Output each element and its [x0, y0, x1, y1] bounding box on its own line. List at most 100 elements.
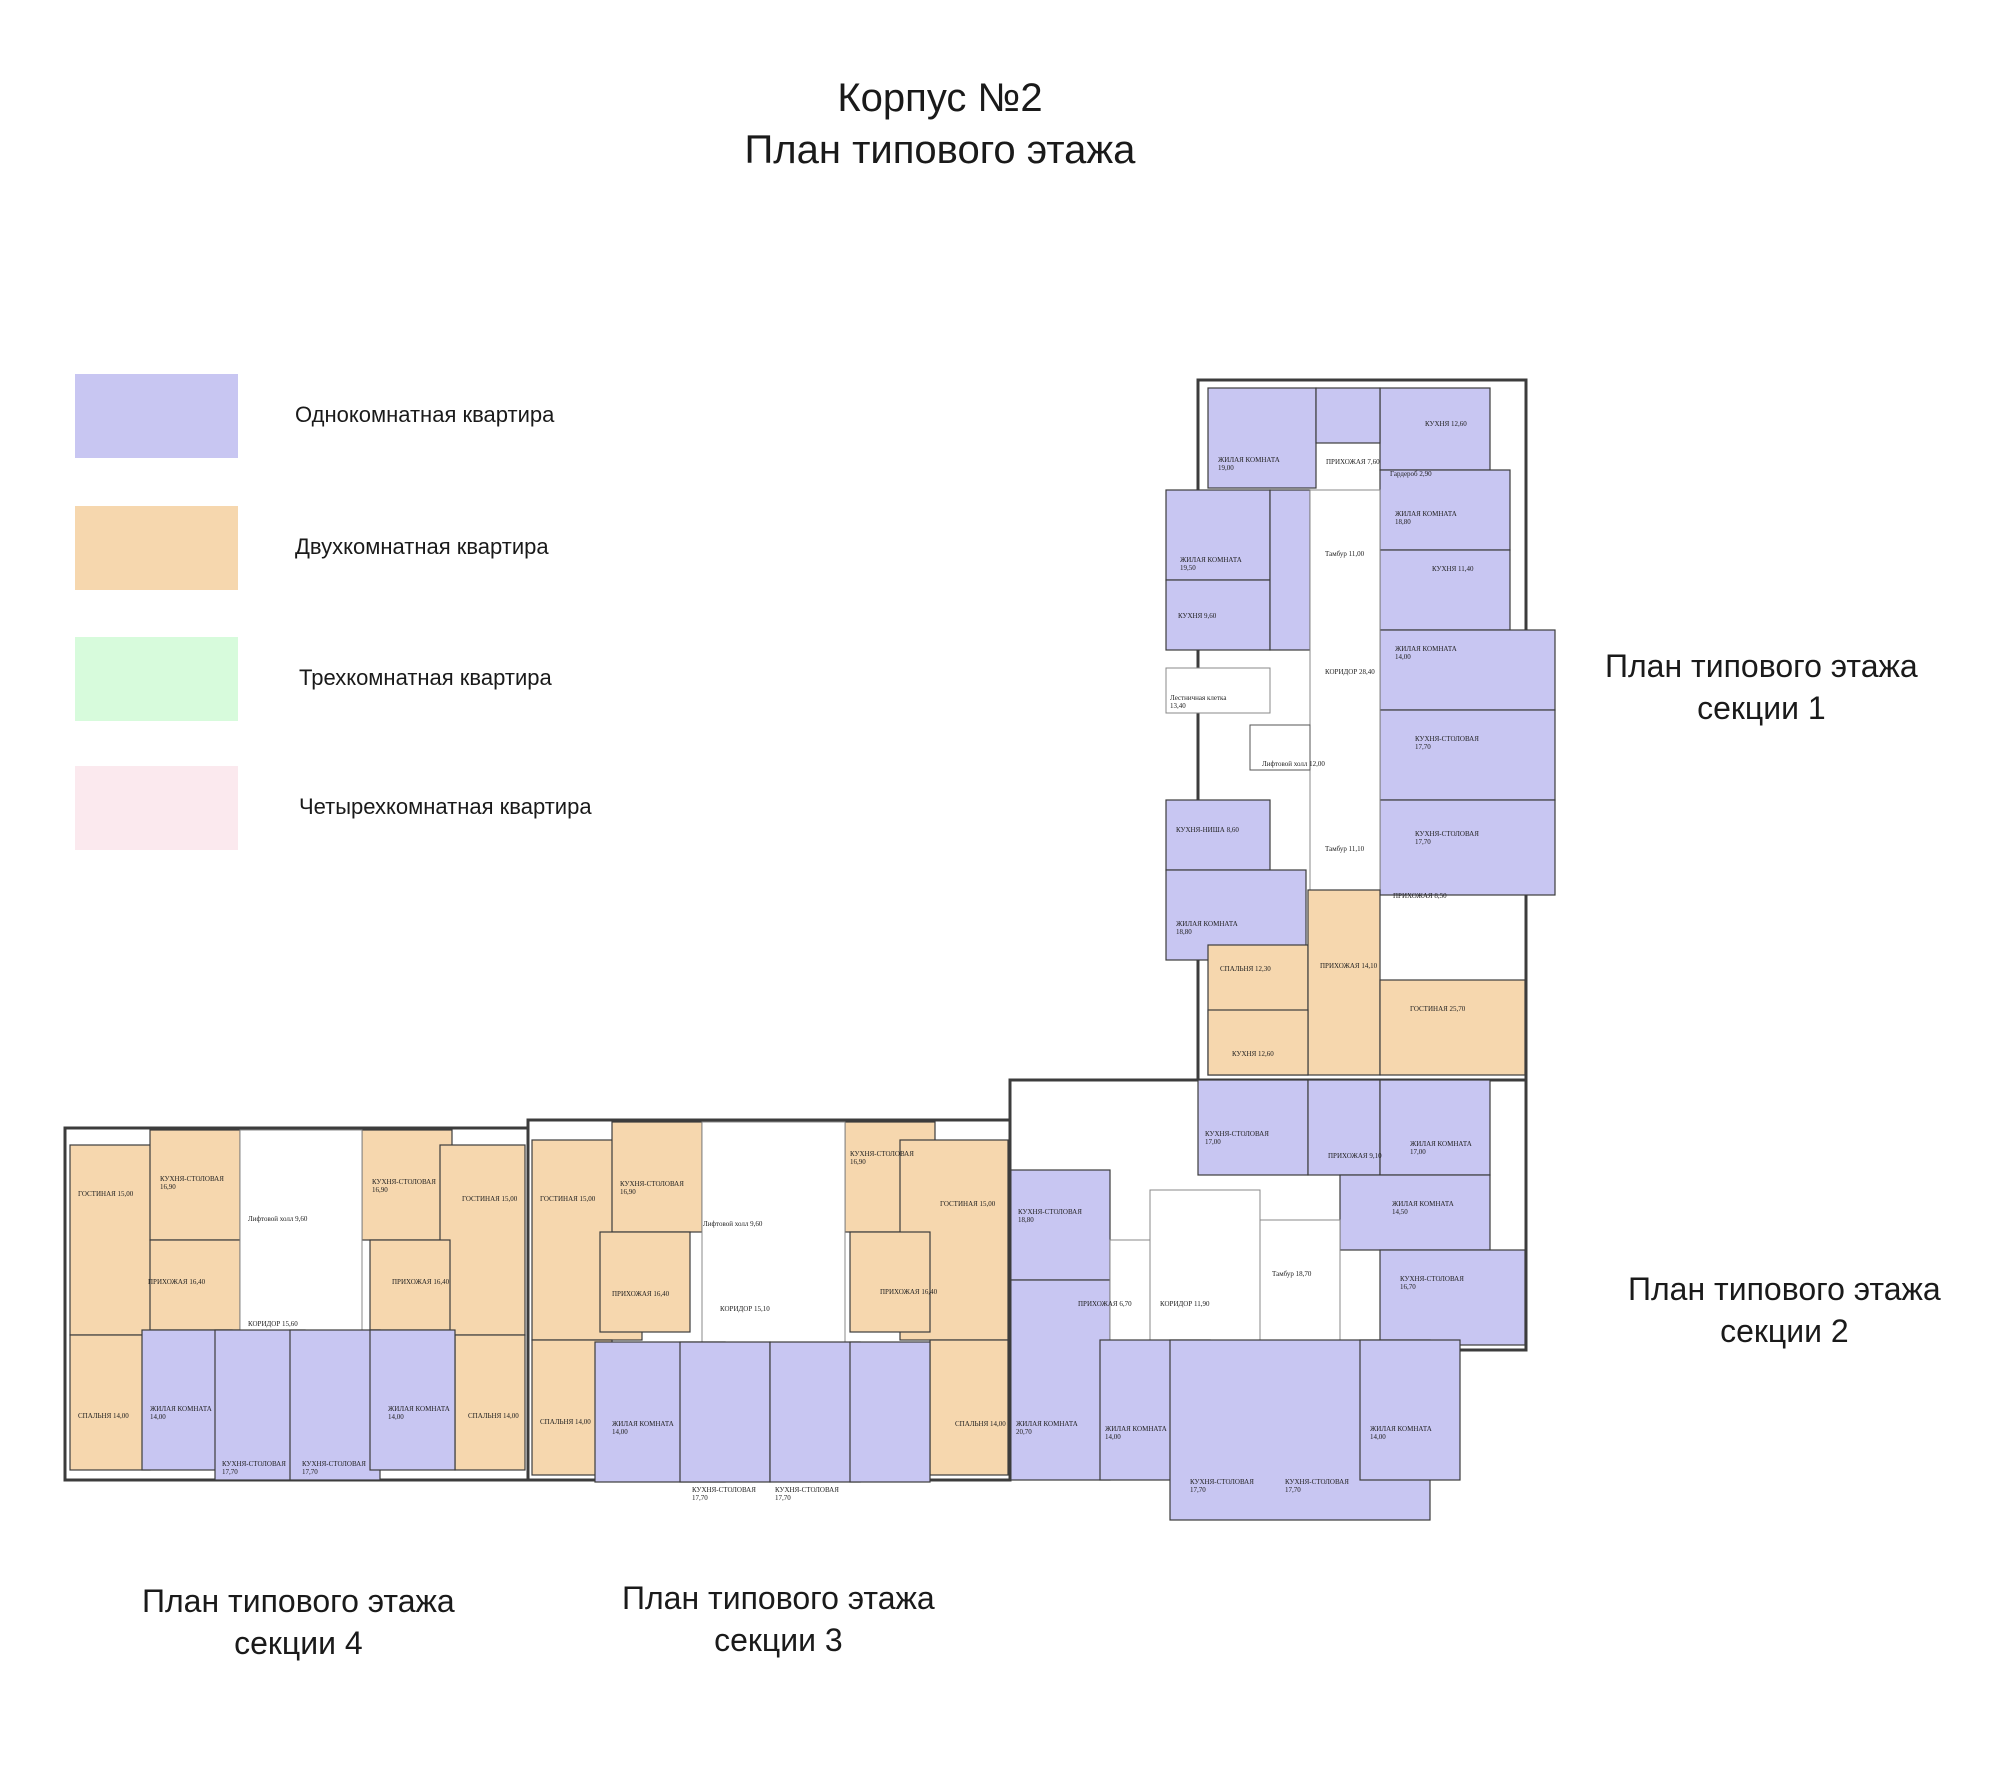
room-label-s3-0: ГОСТИНАЯ 15,00: [540, 1195, 596, 1203]
legend-item-two-room: Двухкомнатная квартира: [75, 506, 635, 590]
s4-core: [239, 1129, 363, 1331]
room-label-s1-5: Тамбур 11,00: [1325, 550, 1365, 558]
room-label-s1-16: КУХНЯ-СТОЛОВАЯ 17,70: [1415, 830, 1479, 846]
room-label-s3-9: ЖИЛАЯ КОМНАТА 14,00: [612, 1420, 674, 1436]
room-label-s1-6: ЖИЛАЯ КОМНАТА 18,80: [1395, 510, 1457, 526]
s2-apt-1r-d-kitchen: [1009, 1169, 1111, 1281]
s1-apt-1r-e-kitchen: [1379, 709, 1556, 801]
legend-swatch-three-room: [75, 637, 238, 721]
s4-apt-2r-b-bedroom: [454, 1334, 526, 1471]
room-label-s2-6: КУХНЯ-СТОЛОВАЯ 16,70: [1400, 1275, 1464, 1291]
s3-apt-2r-a-kitchen: [611, 1121, 703, 1233]
section-1-caption-line2: секции 1: [1697, 690, 1826, 726]
s2-apt-1r-c-kitchen: [1379, 1249, 1526, 1346]
room-label-s1-18: ПРИХОЖАЯ 8,50: [1393, 892, 1447, 900]
room-label-s3-5: ПРИХОЖАЯ 16,40: [612, 1290, 670, 1298]
section-4-caption-line1: План типового этажа: [142, 1583, 455, 1619]
room-label-s3-10: КУХНЯ-СТОЛОВАЯ 17,70: [692, 1486, 756, 1502]
s3-apt-1r-a-kitchen: [679, 1341, 771, 1483]
room-label-s3-2: Лифтовой холл 9,60: [703, 1220, 763, 1228]
room-label-s4-4: ГОСТИНАЯ 15,00: [462, 1195, 518, 1203]
room-label-s1-11: Лестничная клетка 13,40: [1170, 694, 1227, 710]
s4-apt-2r-a-bedroom: [69, 1334, 151, 1471]
room-label-s1-21: ГОСТИНАЯ 25,70: [1410, 1005, 1466, 1013]
room-label-s4-9: ЖИЛАЯ КОМНАТА 14,00: [150, 1405, 212, 1421]
legend-swatch-two-room: [75, 506, 238, 590]
s3-apt-2r-b-hall: [849, 1231, 931, 1333]
s4-apt-2r-b-kitchen: [361, 1129, 453, 1241]
room-label-s1-1: КУХНЯ 12,60: [1425, 420, 1467, 428]
legend-item-three-room: Трехкомнатная квартира: [75, 637, 635, 721]
legend-label-four-room: Четырехкомнатная квартира: [299, 794, 592, 819]
s4-apt-1r-b: [369, 1329, 456, 1471]
room-label-s2-2: ЖИЛАЯ КОМНАТА 17,00: [1410, 1140, 1472, 1156]
s4-apt-2r-a-hall: [149, 1239, 241, 1331]
room-label-s1-17: ЖИЛАЯ КОМНАТА 18,80: [1176, 920, 1238, 936]
s4-apt-1r-b-kitchen: [289, 1329, 381, 1481]
room-label-s4-11: КУХНЯ-СТОЛОВАЯ 17,70: [302, 1460, 366, 1476]
s1-apt-1r-d-living: [1379, 549, 1511, 631]
section-1-plan: [1165, 378, 1556, 1082]
section-2-caption-line1: План типового этажа: [1628, 1271, 1941, 1307]
s2-apt-1r-a-living: [1379, 1079, 1491, 1176]
room-label-s4-6: КОРИДОР 15,60: [248, 1320, 298, 1328]
legend-label-two-room: Двухкомнатная квартира: [295, 534, 549, 559]
room-label-s1-0: ЖИЛАЯ КОМНАТА 19,00: [1218, 456, 1280, 472]
legend-swatch-four-room: [75, 766, 238, 850]
room-label-s2-13: ЖИЛАЯ КОМНАТА 14,00: [1370, 1425, 1432, 1441]
room-label-s1-13: Лифтовой холл 12,00: [1262, 760, 1325, 768]
room-label-s4-0: ГОСТИНАЯ 15,00: [78, 1190, 134, 1198]
section-2-plan: [1008, 1078, 1528, 1521]
room-label-s3-6: КОРИДОР 15,10: [720, 1305, 770, 1313]
room-label-s2-5: Тамбур 18,70: [1272, 1270, 1312, 1278]
s3-apt-2r-b-bedroom: [929, 1339, 1009, 1476]
room-label-s4-2: Лифтовой холл 9,60: [248, 1215, 308, 1223]
room-label-s1-9: ЖИЛАЯ КОМНАТА 14,00: [1395, 645, 1457, 661]
s1-apt-1r-d-kitchen: [1379, 629, 1556, 711]
legend-label-three-room: Трехкомнатная квартира: [299, 665, 552, 690]
section-4-plan: [63, 1126, 530, 1482]
room-label-s3-7: ПРИХОЖАЯ 16,40: [880, 1288, 938, 1296]
s1-apt-1r-c-living: [1379, 469, 1511, 551]
room-label-s2-4: КУХНЯ-СТОЛОВАЯ 18,80: [1018, 1208, 1082, 1224]
room-label-s2-11: КУХНЯ-СТОЛОВАЯ 17,70: [1190, 1478, 1254, 1494]
s1-elevator: [1249, 724, 1311, 771]
s1-apt-1r-e-living: [1379, 799, 1556, 896]
room-label-s4-10: КУХНЯ-СТОЛОВАЯ 17,70: [222, 1460, 286, 1476]
room-label-s2-7: КОРИДОР 11,90: [1160, 1300, 1210, 1308]
legend-item-four-room: Четырехкомнатная квартира: [75, 766, 635, 850]
section-4-caption-line2: секции 4: [234, 1625, 363, 1661]
legend-label-one-room: Однокомнатная квартира: [295, 402, 555, 427]
room-label-s3-12: СПАЛЬНЯ 14,00: [955, 1420, 1006, 1428]
room-label-s3-4: ГОСТИНАЯ 15,00: [940, 1200, 996, 1208]
s3-apt-1r-b-kitchen: [769, 1341, 861, 1483]
room-label-s1-3: Гардероб 2,90: [1390, 470, 1432, 478]
s3-apt-1r-b: [849, 1341, 931, 1483]
section-3-caption: План типового этажа секции 3: [622, 1577, 935, 1661]
s2-apt-1r-f-living: [1359, 1339, 1461, 1481]
s3-apt-2r-a-hall: [599, 1231, 691, 1333]
s1-apt-1r-b-hall: [1269, 489, 1311, 651]
s2-apt-1r-a-kitchen: [1197, 1079, 1309, 1176]
page-title: Корпус №2 План типового этажа: [0, 72, 1880, 176]
section-4-caption: План типового этажа секции 4: [142, 1580, 455, 1664]
room-label-s3-8: СПАЛЬНЯ 14,00: [540, 1418, 591, 1426]
s2-vestibule: [1259, 1219, 1341, 1341]
section-1-caption: План типового этажа секции 1: [1605, 645, 1918, 729]
room-label-s4-3: КУХНЯ-СТОЛОВАЯ 16,90: [372, 1178, 436, 1194]
room-label-s1-8: КУХНЯ 11,40: [1432, 565, 1474, 573]
room-label-s3-11: КУХНЯ-СТОЛОВАЯ 17,70: [775, 1486, 839, 1502]
room-label-s1-14: КУХНЯ-НИША 8,60: [1176, 826, 1239, 834]
room-label-s2-3: ЖИЛАЯ КОМНАТА 14,50: [1392, 1200, 1454, 1216]
room-label-s4-13: СПАЛЬНЯ 14,00: [468, 1412, 519, 1420]
s2-stair: [1109, 1239, 1151, 1341]
s1-apt-1r-a-living: [1207, 387, 1317, 489]
s1-apt-2r-kitchen: [1207, 1009, 1309, 1076]
room-label-s4-5: ПРИХОЖАЯ 16,40: [148, 1278, 206, 1286]
section-2-caption: План типового этажа секции 2: [1628, 1268, 1941, 1352]
room-label-s1-22: КУХНЯ 12,60: [1232, 1050, 1274, 1058]
room-label-s2-1: ПРИХОЖАЯ 9,10: [1328, 1152, 1382, 1160]
room-label-s4-12: ЖИЛАЯ КОМНАТА 14,00: [388, 1405, 450, 1421]
section-3-caption-line2: секции 3: [714, 1622, 843, 1658]
page-title-line2: План типового этажа: [744, 128, 1136, 172]
